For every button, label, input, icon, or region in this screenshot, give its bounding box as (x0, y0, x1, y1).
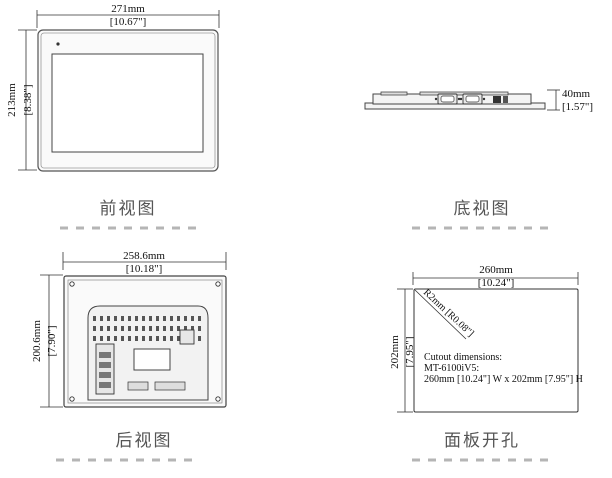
front-view-caption: 前视图 (100, 199, 157, 219)
front-height-mm: 213mm (6, 83, 18, 117)
radius-leader-line (414, 289, 467, 340)
back-height-mm: 200.6mm (31, 320, 43, 362)
cutout-width-mm: 260mm (479, 264, 513, 276)
power-led-indicator (56, 42, 60, 46)
cutout-outline (413, 288, 579, 413)
front-width-in: [10.67"] (110, 16, 147, 28)
front-view: 271mm [10.67"] 213mm [8.38"] 前视图 (6, 3, 220, 230)
mount-hole-top-left (69, 281, 75, 287)
front-screen (51, 53, 204, 153)
mount-hole-top-right (215, 281, 221, 287)
panel-cutout-view: 260mm [10.24"] 202mm [7.95"] R2mm [R0.08… (389, 264, 583, 462)
cutout-note-size: 260mm [10.24"] W x 202mm [7.95"] H (424, 374, 583, 385)
cutout-height-mm: 202mm (389, 335, 401, 369)
cutout-note-title: Cutout dimensions: (424, 352, 502, 363)
serial-ports-back (154, 381, 186, 391)
back-width-mm: 258.6mm (123, 250, 165, 262)
back-view: 258.6mm [10.18"] 200.6mm [7.90"] (31, 250, 227, 462)
bottom-depth-mm: 40mm (562, 88, 591, 100)
usb-port (493, 96, 501, 103)
terminal-block (95, 343, 115, 395)
serial-port-1 (434, 93, 461, 105)
cutout-width-in: [10.24"] (478, 277, 515, 289)
back-width-in: [10.18"] (126, 263, 163, 275)
usb-port-back (127, 381, 149, 391)
bottom-view: 40mm [1.57"] 底视图 (364, 88, 593, 230)
power-connector (179, 329, 195, 345)
mount-hole-bottom-right (215, 396, 221, 402)
back-height-in: [7.90"] (46, 325, 58, 356)
bottom-view-caption: 底视图 (454, 199, 511, 219)
serial-port-2 (459, 93, 486, 105)
mount-hole-bottom-left (69, 396, 75, 402)
back-view-caption: 后视图 (116, 431, 173, 451)
front-width-mm: 271mm (111, 3, 145, 15)
front-height-in: [8.38"] (22, 84, 34, 115)
bottom-depth-in: [1.57"] (562, 101, 593, 113)
cutout-note-model: MT-6100iV5: (424, 363, 479, 374)
back-label-plate (133, 348, 171, 371)
vent-slots (93, 316, 201, 341)
cutout-height-in: [7.95"] (404, 336, 416, 367)
cutout-view-caption: 面板开孔 (444, 431, 520, 451)
